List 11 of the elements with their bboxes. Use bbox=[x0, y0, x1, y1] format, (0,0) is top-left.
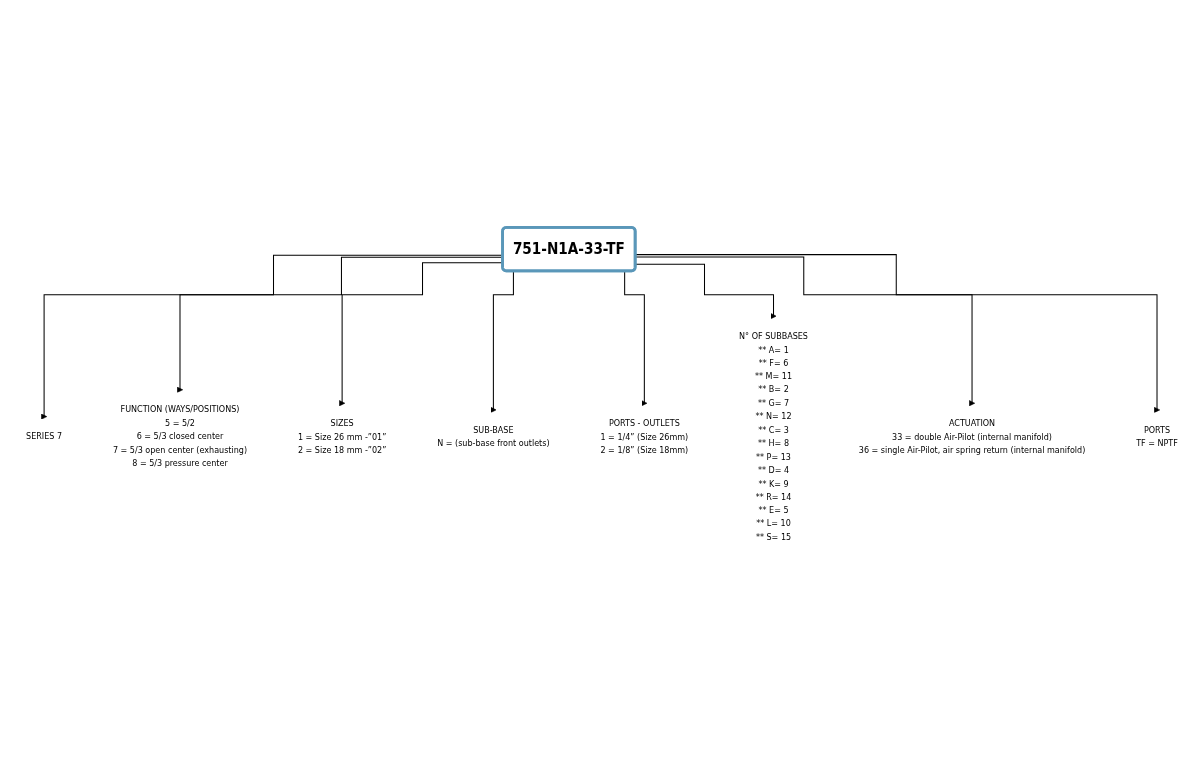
node-text: SUB-BASE N = (sub-base front outlets) bbox=[437, 424, 550, 449]
arrow bbox=[635, 264, 777, 320]
node-text: PORTS TF = NPTF bbox=[1136, 424, 1178, 449]
arrow bbox=[635, 254, 1161, 414]
node-text: ACTUATION 33 = double Air-Pilot (internal manifold) 36 = single Air-Pilot, air spring return (internal manifold) bbox=[858, 417, 1086, 456]
node-text: SIZES 1 = Size 26 mm -”01” 2 = Size 18 mm -”02” bbox=[297, 417, 387, 456]
node-text: PORTS - OUTLETS 1 = 1/4” (Size 26mm) 2 = 1/8” (Size 18mm) bbox=[600, 417, 689, 456]
node-text: FUNCTION (WAYS/POSITIONS) 5 = 5/2 6 = 5/3 closed center 7 = 5/3 open center (exhausting) 8 = 5/3 pressure center bbox=[112, 404, 248, 469]
node-text: N° OF SUBBASES ** A= 1 ** F= 6 ** M= 11 ** B= 2 ** G= 7 ** N= 12 ** C= 3 ** H= 8 ** P= 13 ** D= 4 ** K= 9 ** R= 14 ** E= 5 ** L= 10 ** S= 15 bbox=[739, 330, 808, 543]
arrow bbox=[635, 256, 976, 407]
node-text: SERIES 7 bbox=[26, 431, 63, 442]
